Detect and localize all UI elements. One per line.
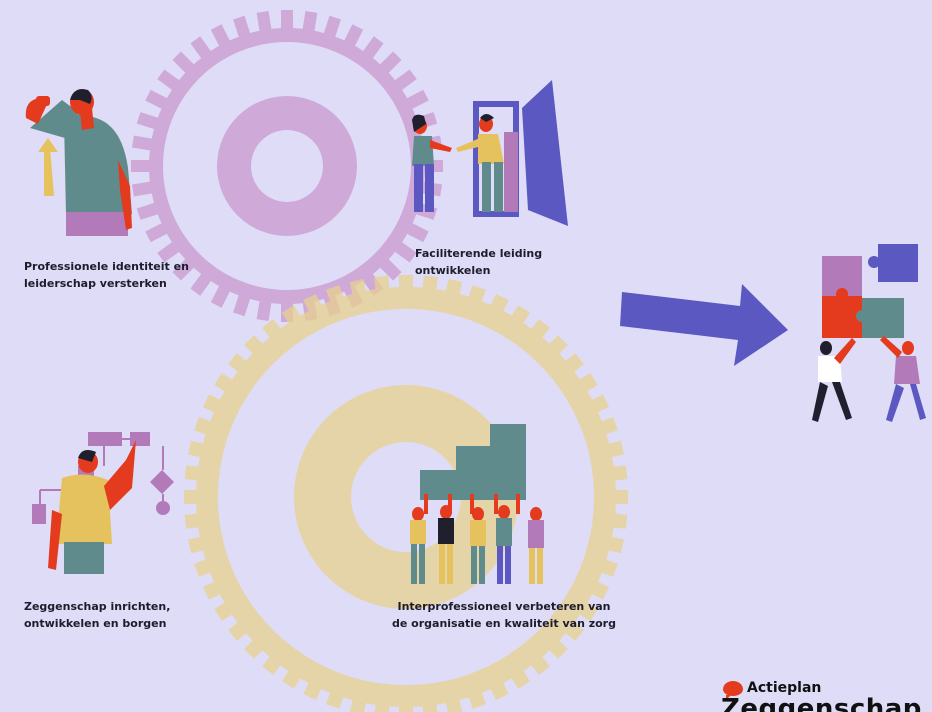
flowchart-person-illustration <box>32 432 174 574</box>
caption-leadership: Faciliterende leiding ontwikkelen <box>415 247 543 277</box>
gear-tooth <box>190 270 214 296</box>
direction-arrow <box>620 284 788 366</box>
gear-tooth <box>612 490 628 504</box>
actieplan-logo: Actieplan Zeggenschap <box>721 679 932 712</box>
gear-tooth <box>403 221 429 243</box>
gear-tooth <box>322 15 341 41</box>
gear-tooth <box>172 51 197 76</box>
gear-bottom <box>184 275 628 712</box>
gear-tooth <box>172 256 197 281</box>
gear-tooth <box>145 89 171 111</box>
puzzle-team-illustration <box>812 244 926 422</box>
gear-tooth <box>391 239 417 263</box>
gear-tooth <box>131 181 156 197</box>
gear-tooth <box>131 135 156 151</box>
gear-tooth <box>233 291 252 317</box>
caption-identity: Professionele identiteit en leiderschap … <box>24 260 189 290</box>
speech-bubble-icon <box>723 681 743 700</box>
gear-tooth <box>131 160 153 172</box>
handshake-door-illustration <box>412 80 568 226</box>
gear-tooth <box>342 24 364 50</box>
gear-tooth <box>281 10 293 32</box>
gear-tooth <box>190 36 214 62</box>
gear-tooth <box>256 297 272 322</box>
gear-tooth <box>377 256 402 281</box>
gear-tooth <box>184 490 200 504</box>
gear-tooth <box>391 69 417 93</box>
gear-tooth <box>360 36 384 62</box>
gear-tooth <box>145 221 171 243</box>
logo-bottom-text: Zeggenschap <box>721 694 922 712</box>
gear-tooth <box>377 51 402 76</box>
gear-tooth <box>157 239 183 263</box>
team-lifting-blocks-illustration <box>410 424 544 584</box>
gear-tooth <box>136 112 162 131</box>
caption-governance: Zeggenschap inrichten, ontwikkelen en bo… <box>24 600 171 630</box>
gear-tooth <box>233 15 252 41</box>
gear-tooth <box>136 201 162 220</box>
gear-tooth <box>399 703 413 712</box>
gear-tooth <box>210 24 232 50</box>
gear-tooth <box>302 10 318 35</box>
gear-tooth <box>157 69 183 93</box>
logo-top-text: Actieplan <box>747 680 822 696</box>
gear-tooth <box>403 89 429 111</box>
person-flexing-illustration <box>25 89 132 236</box>
gear-tooth <box>256 10 272 35</box>
caption-improvement: Interprofessioneel verbeteren van de org… <box>392 600 616 630</box>
gear-tooth <box>210 282 232 308</box>
gear-tooth <box>399 275 413 291</box>
